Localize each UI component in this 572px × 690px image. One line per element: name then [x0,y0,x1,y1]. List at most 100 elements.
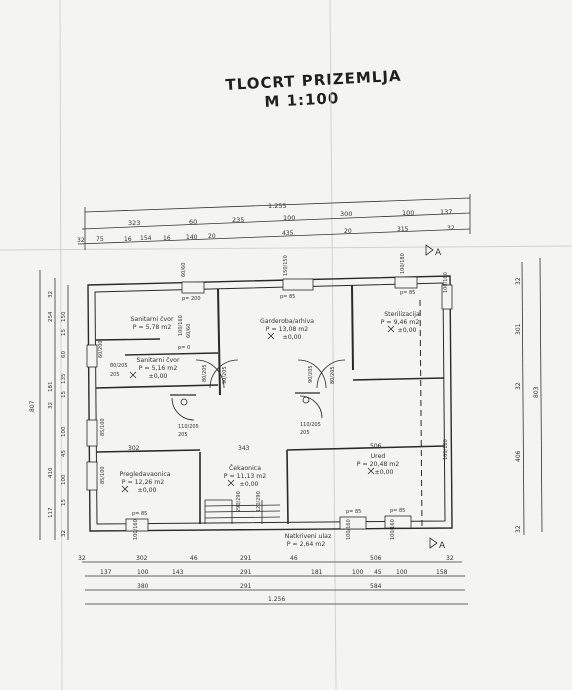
dims-left-inner: 150 15 60 135 15 100 45 100 15 32 [61,311,67,537]
dim-top-20: 20 [208,233,216,240]
room-name-sanitarni-1: Sanitarni čvor [130,315,173,323]
room-name-pregledavaonica: Pregledavaonica [119,471,170,478]
window-label-15: 120/290 [256,491,262,512]
room-level-sterilizacija: ±0,00 [398,327,417,334]
dim-bottom-100: 100 [137,569,149,576]
dim-left-254: 254 [48,311,54,322]
dims-left-mid: 32 254 181 32 410 117 [48,291,54,518]
dim-bottom-32: 32 [78,555,86,562]
dim-bottom-32b: 32 [446,555,454,562]
window-label-14: 100/160 [178,315,184,336]
room-name-ured: Ured [371,453,386,460]
dim-left-15c: 15 [61,499,67,506]
dim-bottom-584: 584 [370,583,382,590]
sill-label-3: p= 85 [400,290,415,296]
door-label-2: 90/205 [222,366,228,384]
dim-top-75: 75 [96,236,104,243]
room-area-sanitarni-2: P = 5,16 m2 [139,365,178,372]
window-label-6: 100/180 [443,272,449,293]
room-name-sanitarni-2: Sanitarni čvor [136,356,179,364]
room-area-sterilizacija: P = 9,46 m2 [381,319,420,326]
sill-label-1: p= 200 [182,296,201,302]
dim-top-100: 100 [283,214,295,222]
window-label-2: 150/150 [283,255,289,276]
dim-right-32b: 32 [515,382,522,390]
dim-top-100b: 100 [402,209,414,217]
door-swing-2 [209,359,239,389]
room-level-pregledavaonica: ±0,00 [138,487,157,494]
door-swing-1 [195,359,225,389]
dim-bottom-137: 137 [100,569,112,576]
room-area-sanitarni-1: P = 5,78 m2 [133,324,172,331]
window-label-4: 60/200 [98,340,104,358]
door-swing-3 [297,359,327,389]
dim-left-117: 117 [48,507,54,518]
section-mark-bottom: A [439,541,446,551]
dim-bottom-100c: 100 [396,569,408,576]
dim-left-32c: 32 [61,530,67,537]
sill-label-7: p= 85 [390,508,405,514]
room-area-natkriveni-ulaz: P = 2,64 m2 [287,541,326,548]
dim-top-137: 137 [440,208,452,216]
dim-left-181: 181 [48,382,54,393]
dims-right-inner: 32 301 32 406 32 [515,277,522,533]
window-label-7: 100/180 [443,439,449,460]
door-label-205-b: 205 [300,430,310,436]
window-label-10: 290/290 [236,491,242,512]
door-label-205-a: 205 [178,432,188,438]
dim-bottom-46: 46 [190,555,198,562]
dimensions-bottom [82,561,468,605]
dim-bottom-100b: 100 [352,569,364,576]
doors [171,359,346,524]
door-label-205-c: 205 [110,372,120,378]
dim-left-15: 15 [61,329,67,336]
interior-dims: 302 343 506 [128,443,382,452]
door-label-1: 80/205 [202,364,208,382]
dim-top-235: 235 [232,216,244,224]
dims-top-row2: 323 60 235 100 300 100 137 [128,208,452,227]
dim-top-315: 315 [397,226,409,233]
dim-bottom-143: 143 [172,569,184,576]
door-label-110-a: 110/205 [178,424,199,430]
door-label-4: 80/205 [330,366,336,384]
dim-left-32b: 32 [48,402,54,409]
dim-top-323: 323 [128,219,140,227]
dim-bottom-291c: 291 [240,583,252,590]
window-label-9: 85/100 [100,466,106,484]
dim-top-32b: 32 [447,225,455,232]
dim-top-16: 16 [124,236,132,243]
window-label-8: 85/100 [100,418,106,436]
dim-bottom-302: 302 [136,555,148,562]
window-label-12: 100/160 [346,519,352,540]
room-level-sanitarni-2: ±0,00 [149,373,168,380]
room-level-ured: ±0,00 [375,469,394,476]
dim-left-45: 45 [61,450,67,457]
dimensions-top [77,194,471,250]
dim-right-32: 32 [515,277,522,285]
room-level-garderoba: ±0,00 [283,334,302,341]
dim-bottom-291b: 291 [240,569,252,576]
window-label-5: 60/60 [186,324,192,338]
dim-top-60: 60 [189,218,197,226]
dimensions-right [521,257,543,536]
door-swing-5 [171,397,195,421]
dim-bottom-45: 45 [374,569,382,576]
dim-top-140: 140 [186,234,198,241]
window-label-1: 60/60 [181,263,187,277]
dims-bottom-row1: 32 302 46 291 46 506 32 [78,555,454,562]
dim-top-300: 300 [340,210,352,218]
section-marks: A A [425,244,446,551]
door-swing-6 [299,395,323,419]
door-swing-4 [316,359,346,389]
dim-left-100b: 100 [61,474,67,485]
dim-right-32c: 32 [515,525,522,533]
building-walls [87,275,453,532]
dim-interior-302: 302 [128,445,140,452]
sill-label-6: p= 85 [346,509,361,515]
room-name-natkriveni-ulaz: Natkriveni ulaz [285,533,331,540]
level-markers [121,325,395,493]
dim-right-803: 803 [533,386,540,398]
